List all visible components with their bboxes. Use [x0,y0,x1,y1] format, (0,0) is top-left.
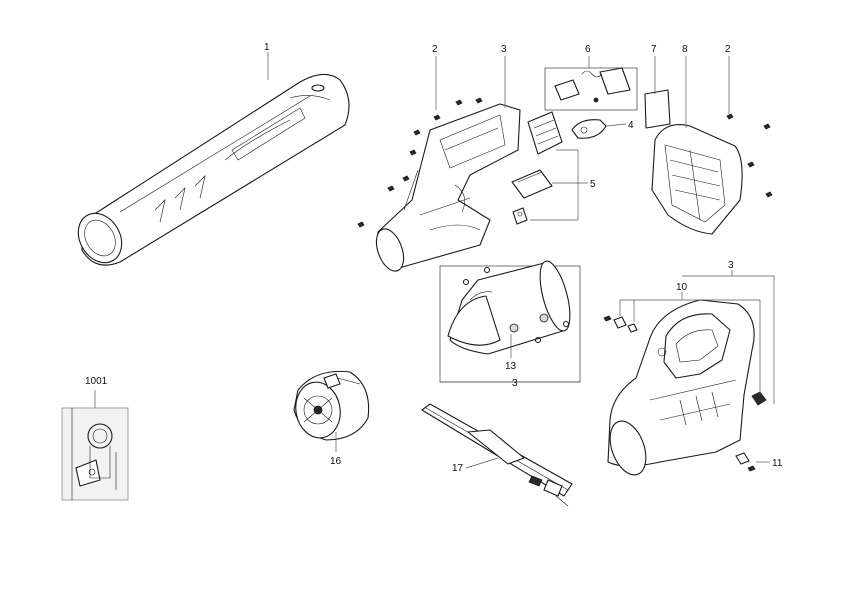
part-4-trigger [571,119,607,139]
part-16-fan [293,370,370,441]
callout-13: 13 [505,361,517,372]
leader-group-10 [620,299,761,396]
callout-3-right: 3 [728,260,734,271]
part-11-components [735,452,756,472]
screws-part-2-right [726,113,773,198]
callout-3-top: 3 [501,44,507,55]
leader-lines [94,52,770,469]
part-1-blower-tube [77,73,350,266]
callout-2-left: 2 [432,44,438,55]
part-1001-schematic [61,407,129,501]
callout-4: 4 [628,120,634,131]
callout-1: 1 [264,42,270,53]
callout-5: 5 [590,179,596,190]
callout-7: 7 [651,44,657,55]
callout-labels: 1 2 3 6 7 8 2 4 5 3 10 13 3 1001 16 17 1… [85,42,783,474]
callout-2-right: 2 [725,44,731,55]
part-3-housing-right-half [607,299,767,476]
part-13-motor [439,260,581,383]
callout-8: 8 [682,44,688,55]
part-3-housing-left-half [375,103,521,272]
callout-3-middle: 3 [512,378,518,389]
part-5-plate [511,169,553,199]
part-10-components [603,315,638,333]
callout-17: 17 [452,463,464,474]
callout-1001: 1001 [85,376,108,387]
callout-16: 16 [330,456,342,467]
leader-group-3-right [682,275,775,404]
part-17-strap [421,403,573,507]
callout-6: 6 [585,44,591,55]
part-6-switch-group [544,67,638,111]
battery-connector [527,111,563,155]
screws-part-2-left [357,97,483,228]
connector-small [512,207,528,225]
leader-group-5 [530,149,579,221]
part-8-battery-cover [651,124,743,235]
callout-10: 10 [676,282,688,293]
part-7-label [644,89,671,129]
callout-11: 11 [772,458,783,469]
